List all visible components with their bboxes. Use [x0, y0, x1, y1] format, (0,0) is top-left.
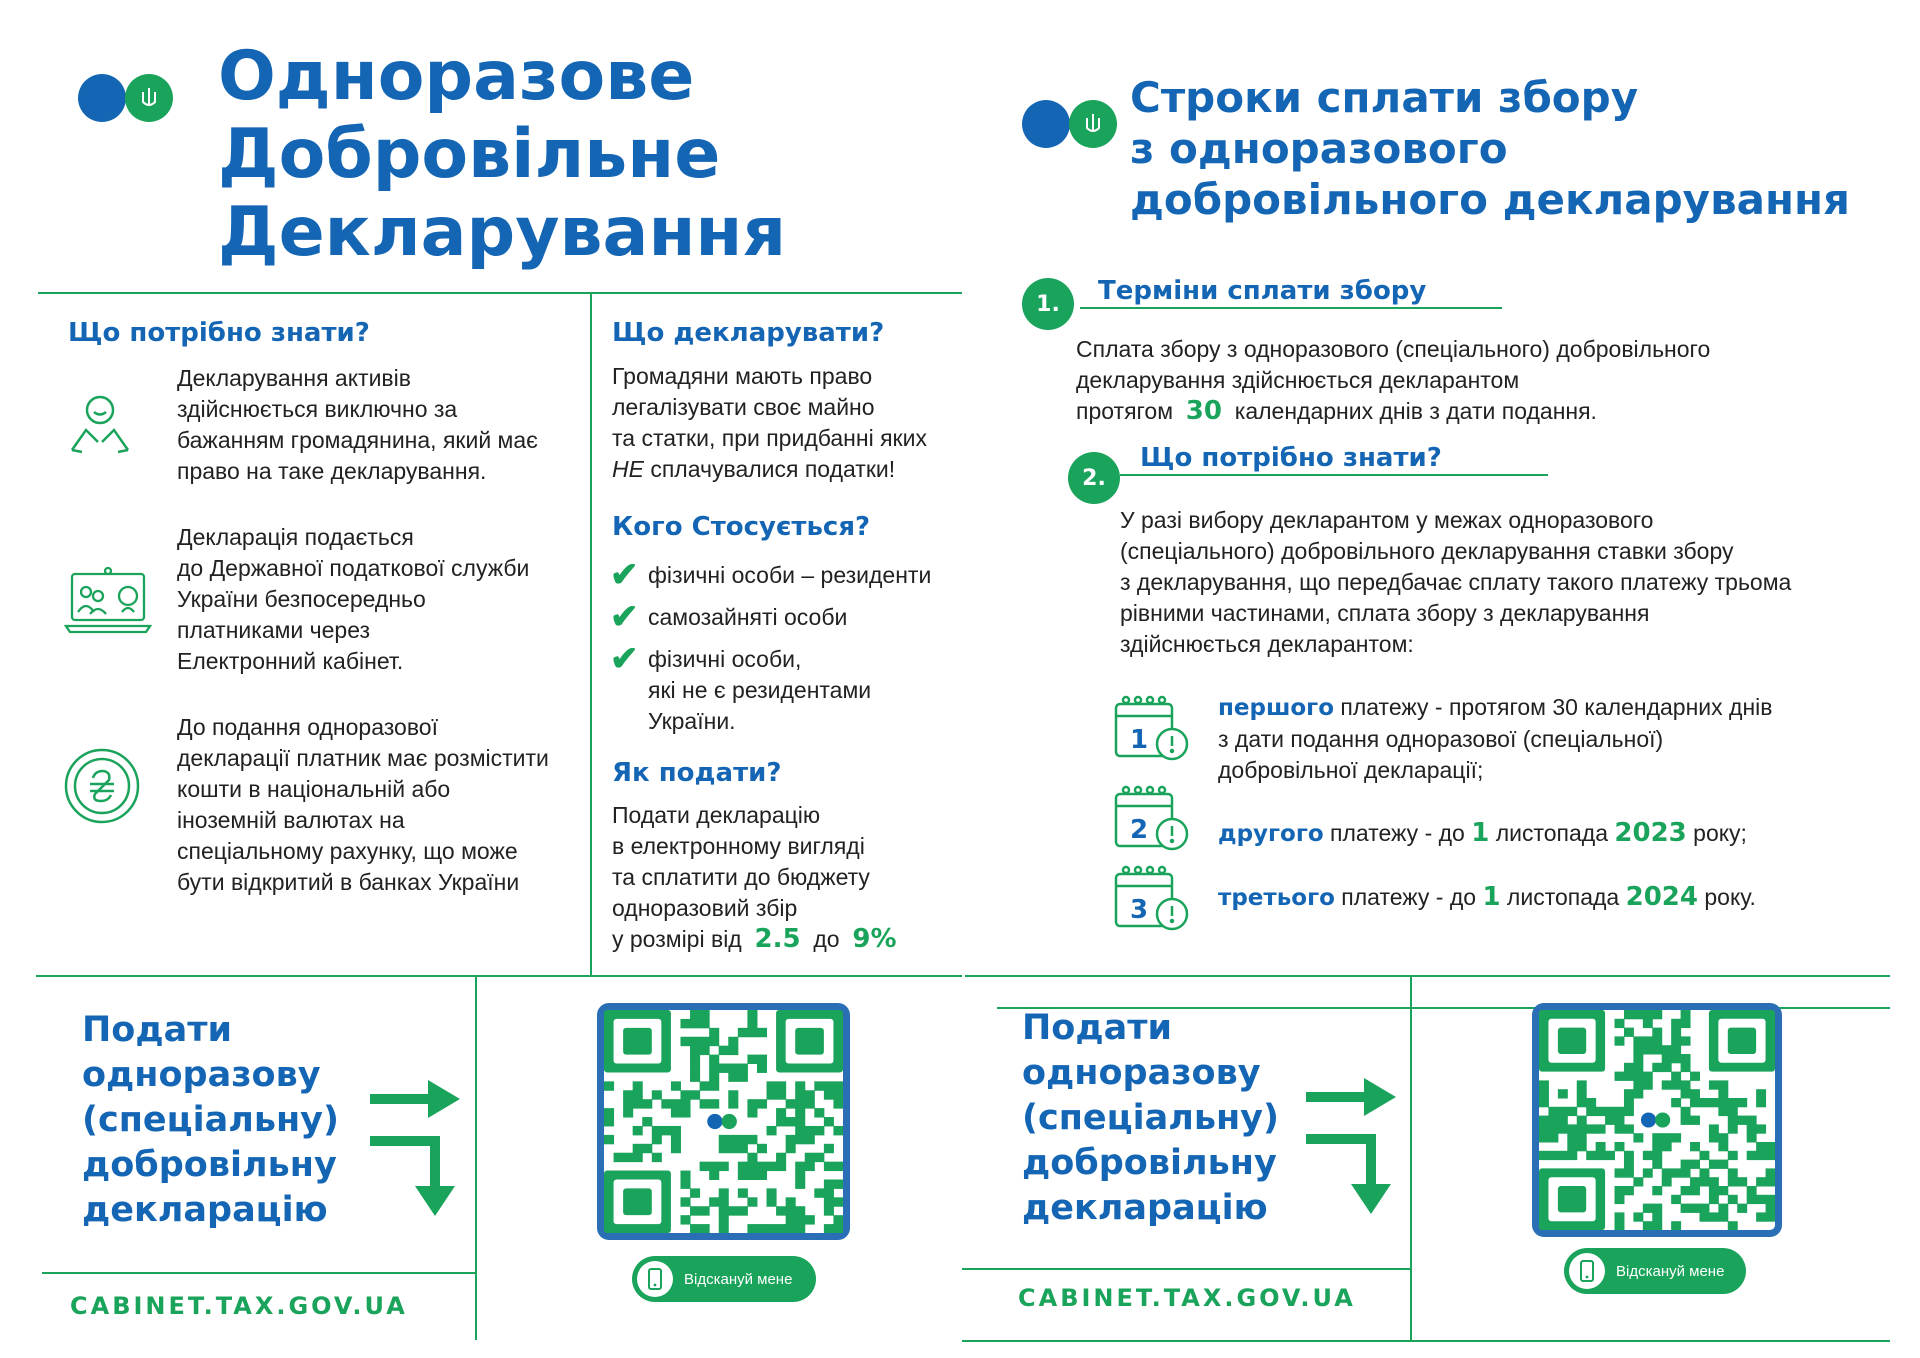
cabinet-link[interactable]: CABINET.TAX.GOV.UA	[70, 1292, 408, 1320]
cta-text: Подати одноразову (спеціальну) добровіль…	[82, 1010, 339, 1230]
svg-text:1: 1	[1130, 725, 1148, 755]
phone-icon	[1569, 1253, 1605, 1289]
divider	[590, 292, 592, 975]
payment-3: третього платежу - до 1 листопада 2024 р…	[1218, 882, 1756, 912]
who-heading: Кого Стосується?	[612, 512, 871, 542]
list-item: ✔самозайняті особи	[610, 598, 848, 636]
person-icon	[64, 390, 136, 467]
cta-text: Подати одноразову (спеціальну) добровіль…	[1022, 1008, 1279, 1228]
divider	[1410, 975, 1412, 1340]
arrows-icon	[1306, 1068, 1406, 1223]
svg-text:2: 2	[1130, 815, 1148, 845]
section-2-text: У разі вибору декларантом у межах однора…	[1120, 507, 1792, 657]
divider	[42, 1272, 476, 1274]
divider	[1080, 307, 1502, 309]
check-icon: ✔	[610, 598, 639, 636]
step-number: 2.	[1068, 452, 1120, 504]
what-to-declare-heading: Що декларувати?	[612, 318, 885, 348]
check-icon: ✔	[610, 556, 639, 594]
calendar-icon: 2	[1112, 782, 1192, 859]
scan-me-badge: Відскануй мене	[632, 1256, 816, 1302]
what-to-declare-text: Громадяни мають право легалізувати своє …	[612, 363, 927, 482]
check-icon: ✔	[610, 640, 639, 678]
right-title: Строки сплати збору з одноразового добро…	[1130, 73, 1850, 224]
divider	[475, 975, 477, 1340]
left-title: Одноразове Добровільне Декларування	[218, 37, 787, 272]
who-list: ✔фізичні особи – резиденти ✔самозайняті …	[610, 556, 932, 737]
divider	[962, 1268, 1410, 1270]
section-heading: Що потрібно знати?	[1140, 443, 1442, 473]
need-to-know-heading: Що потрібно знати?	[68, 318, 370, 348]
qr-code[interactable]	[1532, 1003, 1782, 1237]
calendar-icon: 3	[1112, 862, 1192, 939]
divider	[962, 1340, 1890, 1342]
cabinet-link[interactable]: CABINET.TAX.GOV.UA	[1018, 1284, 1356, 1312]
phone-icon	[637, 1261, 673, 1297]
laptop-people-icon	[63, 566, 153, 643]
section-1-text: Сплата збору з одноразового (спеціальног…	[1076, 336, 1711, 426]
need-item-3: До подання одноразової декларації платни…	[177, 714, 549, 895]
arrows-icon	[370, 1070, 470, 1225]
tax-service-logo	[1022, 96, 1122, 148]
list-item: ✔фізичні особи – резиденти	[610, 556, 932, 594]
tax-service-logo	[78, 70, 178, 122]
how-heading: Як подати?	[612, 758, 782, 788]
scan-me-badge: Відскануй мене	[1564, 1248, 1746, 1294]
hryvnia-coin-icon	[62, 746, 142, 831]
qr-code[interactable]	[597, 1003, 850, 1240]
need-item-1: Декларування активів здійснюється виключ…	[177, 365, 538, 484]
payment-2: другого платежу - до 1 листопада 2023 ро…	[1218, 818, 1747, 848]
payment-1: першого платежу - протягом 30 календарни…	[1218, 694, 1773, 783]
divider	[965, 975, 1890, 977]
step-number: 1.	[1022, 278, 1074, 330]
need-item-2: Декларація подається до Державної податк…	[177, 524, 530, 674]
svg-text:3: 3	[1130, 895, 1148, 925]
divider	[38, 292, 962, 294]
calendar-icon: 1	[1112, 692, 1192, 769]
how-text: Подати декларацію в електронному вигляді…	[612, 802, 897, 954]
divider	[997, 1007, 1890, 1009]
section-heading: Терміни сплати збору	[1098, 276, 1427, 306]
divider	[36, 975, 962, 977]
divider	[1120, 474, 1548, 476]
